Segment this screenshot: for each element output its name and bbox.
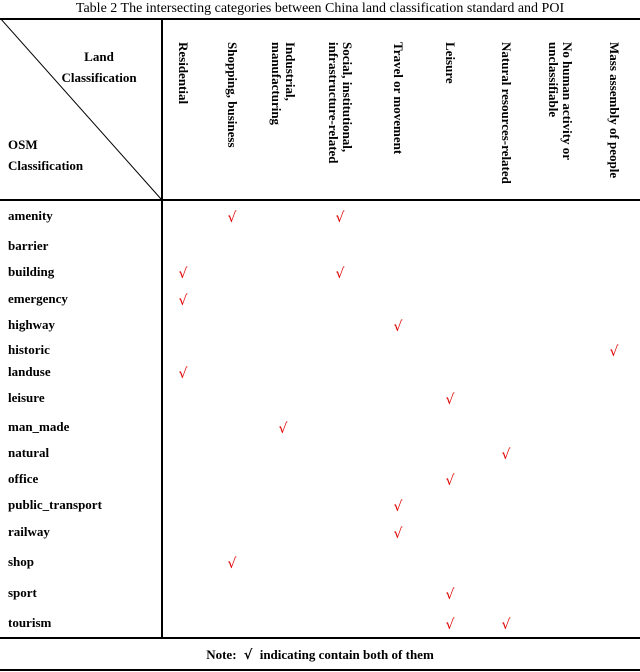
row-label: amenity xyxy=(8,208,53,223)
row-label: public_transport xyxy=(8,497,102,512)
column-header-line: Shopping, business xyxy=(225,42,240,148)
table-caption: Table 2 The intersecting categories betw… xyxy=(75,1,565,16)
check-mark-icon: √ xyxy=(393,526,403,542)
row-label: barrier xyxy=(8,238,49,253)
check-mark-icon: √ xyxy=(227,556,237,572)
row-label: shop xyxy=(8,554,35,569)
row-label: building xyxy=(8,264,55,279)
check-mark-icon: √ xyxy=(178,293,188,309)
row-label: sport xyxy=(8,585,37,600)
column-header-6: Leisure xyxy=(422,42,478,192)
row-label: tourism xyxy=(8,615,52,630)
row-label: railway xyxy=(8,524,50,539)
column-header-4: Social, institutional,infrastructure-rel… xyxy=(312,42,368,192)
check-mark-icon: √ xyxy=(445,392,455,408)
corner-osm-line2: Classification xyxy=(8,158,84,173)
row-label: emergency xyxy=(8,291,68,306)
column-header-line: manufacturing xyxy=(269,42,284,126)
column-header-7: Natural resources-related xyxy=(478,42,534,192)
column-header-line: Social, institutional, xyxy=(340,42,355,153)
check-mark-icon: √ xyxy=(335,266,345,282)
check-mark-icon: √ xyxy=(178,266,188,282)
column-header-line: Residential xyxy=(176,42,191,105)
header-diagonal-line xyxy=(0,18,162,200)
header-rule xyxy=(0,199,640,201)
column-header-3: Industrial,manufacturing xyxy=(255,42,311,192)
column-header-line: Industrial, xyxy=(283,42,298,101)
note-text: indicating contain both of them xyxy=(259,647,434,662)
column-header-line: Leisure xyxy=(443,42,458,84)
row-label: office xyxy=(8,471,39,486)
column-header-5: Travel or movement xyxy=(370,42,426,192)
stub-column-rule xyxy=(161,18,163,638)
check-mark-icon: √ xyxy=(178,366,188,382)
column-header-9: Mass assembly of people xyxy=(586,42,640,192)
column-header-2: Shopping, business xyxy=(204,42,260,192)
corner-land-classification: Land Classification xyxy=(44,46,154,88)
column-header-line: No human activity or xyxy=(560,42,575,161)
row-label: highway xyxy=(8,317,55,332)
column-header-line: Mass assembly of people xyxy=(607,42,622,179)
row-label: natural xyxy=(8,445,50,460)
column-header-line: unclassifiable xyxy=(546,42,561,118)
check-mark-icon: √ xyxy=(501,447,511,463)
corner-land-line1: Land xyxy=(84,49,114,64)
note-check-mark: √ xyxy=(243,648,253,663)
check-mark-icon: √ xyxy=(501,617,511,633)
note-prefix: Note: xyxy=(206,647,237,662)
column-header-1: Residential xyxy=(155,42,211,192)
check-mark-icon: √ xyxy=(609,344,619,360)
check-mark-icon: √ xyxy=(227,210,237,226)
row-label: man_made xyxy=(8,419,70,434)
top-rule xyxy=(0,18,640,20)
bottom-rule xyxy=(0,637,640,639)
corner-osm-line1: OSM xyxy=(8,137,38,152)
check-mark-icon: √ xyxy=(445,617,455,633)
row-label: historic xyxy=(8,342,50,357)
table-note: Note: √ indicating contain both of them xyxy=(0,646,640,665)
corner-osm-classification: OSM Classification xyxy=(8,134,128,176)
check-mark-icon: √ xyxy=(393,499,403,515)
corner-land-line2: Classification xyxy=(61,70,137,85)
check-mark-icon: √ xyxy=(445,587,455,603)
check-mark-icon: √ xyxy=(393,319,403,335)
check-mark-icon: √ xyxy=(335,210,345,226)
column-header-line: Natural resources-related xyxy=(499,42,514,184)
check-mark-icon: √ xyxy=(445,473,455,489)
column-header-line: Travel or movement xyxy=(391,42,406,155)
row-label: leisure xyxy=(8,390,45,405)
column-header-line: infrastructure-related xyxy=(326,42,341,164)
note-rule xyxy=(0,669,640,671)
row-label: landuse xyxy=(8,364,51,379)
check-mark-icon: √ xyxy=(278,421,288,437)
